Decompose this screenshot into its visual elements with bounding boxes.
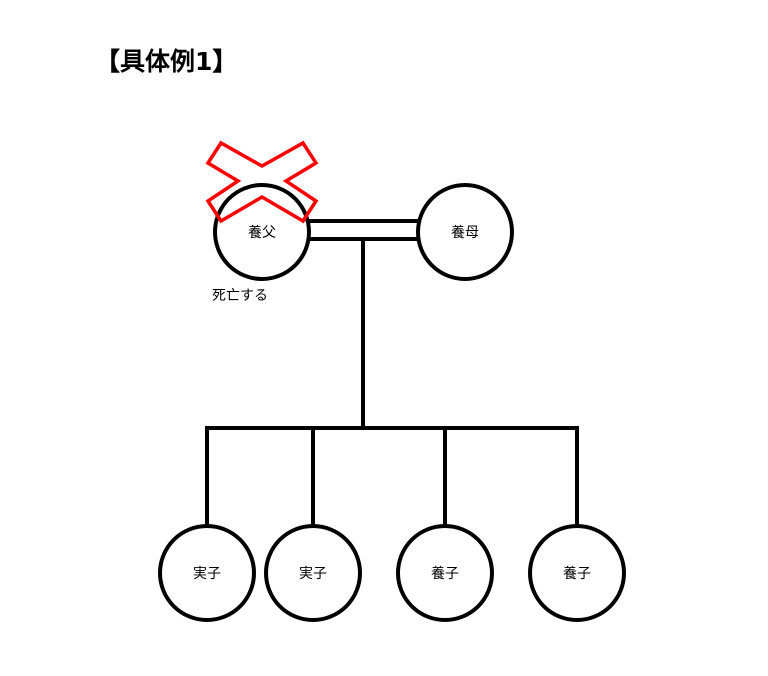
father-note: 死亡する (212, 288, 268, 304)
node-child: 養子 (528, 524, 626, 622)
deceased-cross-icon (205, 140, 319, 224)
node-father-label: 養父 (248, 224, 276, 241)
node-father: 養父 (213, 183, 311, 281)
node-mother-label: 養母 (451, 224, 479, 241)
node-child: 実子 (264, 524, 362, 622)
node-child-label: 養子 (563, 565, 591, 582)
node-child: 養子 (396, 524, 494, 622)
node-child-label: 養子 (431, 565, 459, 582)
node-child-label: 実子 (193, 566, 221, 582)
node-child: 実子 (158, 524, 256, 622)
node-child-label: 実子 (299, 566, 327, 582)
node-mother: 養母 (416, 183, 514, 281)
marriage-line (306, 219, 421, 241)
page-title: 【具体例1】 (95, 47, 238, 76)
